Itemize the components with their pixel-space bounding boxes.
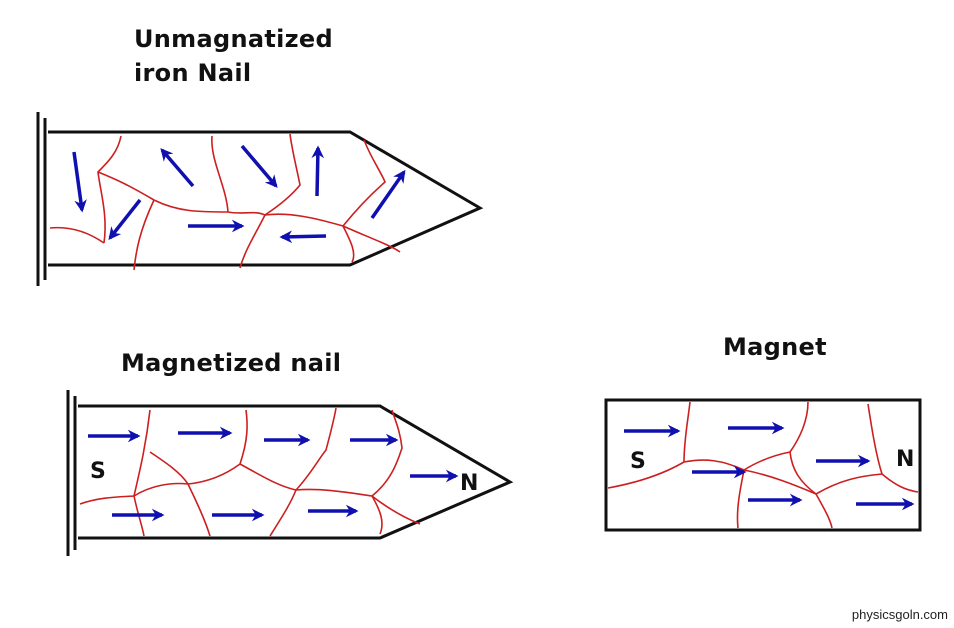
domain-arrow — [279, 230, 327, 244]
unmagnetized-nail — [36, 112, 484, 286]
domain-arrow — [240, 144, 278, 188]
south-pole-label: S — [90, 459, 106, 484]
domain-arrow — [72, 151, 87, 213]
north-pole-label: N — [896, 447, 914, 472]
domain-walls — [79, 407, 421, 537]
magnet-title: Magnet — [723, 333, 827, 361]
nail-outline — [78, 404, 514, 540]
domain-arrow — [160, 148, 195, 188]
north-pole-label: N — [460, 471, 478, 496]
nail-outline — [48, 130, 484, 267]
bar-magnet: S N — [604, 398, 922, 532]
magnet-outline — [604, 398, 922, 532]
source-credit: physicsgoln.com — [851, 607, 948, 622]
south-pole-label: S — [630, 449, 646, 474]
domain-arrows — [88, 426, 459, 522]
domain-arrows — [72, 144, 406, 244]
domain-walls — [49, 133, 401, 271]
domain-walls — [607, 401, 919, 529]
magnetized-nail: S N — [66, 390, 514, 556]
domain-arrow — [108, 198, 142, 240]
unmagnetized-title-line-1: Unmagnatized — [134, 25, 333, 53]
magnetized-nail-title: Magnetized nail — [121, 349, 342, 377]
domain-arrows — [624, 421, 915, 511]
unmagnetized-nail-title: Unmagnatized iron Nail — [134, 22, 333, 90]
domain-arrow — [311, 145, 325, 197]
domain-arrow — [370, 169, 406, 219]
unmagnetized-title-line-2: iron Nail — [134, 59, 252, 87]
